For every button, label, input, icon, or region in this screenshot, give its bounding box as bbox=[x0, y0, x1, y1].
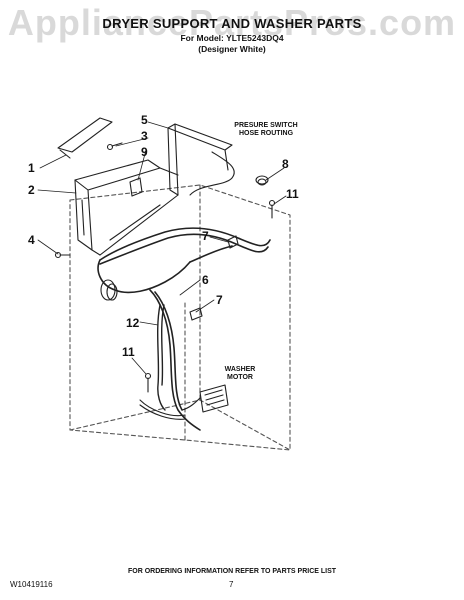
clip-block bbox=[129, 177, 143, 197]
wire-harness bbox=[97, 227, 271, 431]
clamp-lower bbox=[189, 307, 203, 321]
screw-left bbox=[54, 251, 71, 259]
callout-8: 8 bbox=[282, 157, 289, 171]
top-brace bbox=[57, 117, 113, 159]
callout-4: 4 bbox=[28, 233, 35, 247]
cross-frame bbox=[99, 167, 179, 256]
drain-hose bbox=[157, 304, 166, 411]
callout-9: 9 bbox=[141, 145, 148, 159]
callout-12: 12 bbox=[126, 316, 140, 330]
callout-6: 6 bbox=[202, 273, 209, 287]
base-bracket bbox=[139, 399, 187, 420]
model-number: For Model: YLTE5243DQ4 bbox=[180, 33, 284, 43]
callout-3: 3 bbox=[141, 129, 148, 143]
callout-2: 2 bbox=[28, 183, 35, 197]
cabinet-outline bbox=[69, 184, 291, 451]
callout-7-lower: 7 bbox=[216, 293, 223, 307]
screw-bottom bbox=[144, 372, 152, 393]
clamp-upper bbox=[227, 235, 239, 249]
washer-motor-note: WASHER MOTOR bbox=[224, 366, 256, 381]
screw-top bbox=[106, 142, 123, 151]
right-dryer-support bbox=[167, 123, 233, 196]
pressure-switch-note: PRESURE SWITCH HOSE ROUTING bbox=[234, 122, 298, 137]
ordering-note: FOR ORDERING INFORMATION REFER TO PARTS … bbox=[127, 568, 337, 575]
page-number: 7 bbox=[229, 580, 234, 589]
watermark: AppliancePartsPros.com bbox=[7, 2, 457, 43]
model-color: (Designer White) bbox=[198, 44, 266, 54]
washer-motor-connector bbox=[181, 384, 229, 413]
hose-clamp bbox=[255, 175, 269, 186]
cable-coil bbox=[100, 279, 118, 301]
document-code: W10419116 bbox=[10, 580, 53, 589]
pressure-switch-hose bbox=[189, 151, 235, 196]
callout-5: 5 bbox=[141, 113, 148, 127]
callout-1: 1 bbox=[28, 161, 35, 175]
callout-11-bottom: 11 bbox=[122, 345, 135, 359]
callout-7-upper: 7 bbox=[202, 229, 209, 243]
screw-right bbox=[268, 199, 276, 219]
callout-11-right: 11 bbox=[286, 187, 299, 201]
left-dryer-support bbox=[74, 159, 161, 256]
leader-lines bbox=[37, 121, 287, 375]
page-title: DRYER SUPPORT AND WASHER PARTS bbox=[102, 16, 362, 31]
